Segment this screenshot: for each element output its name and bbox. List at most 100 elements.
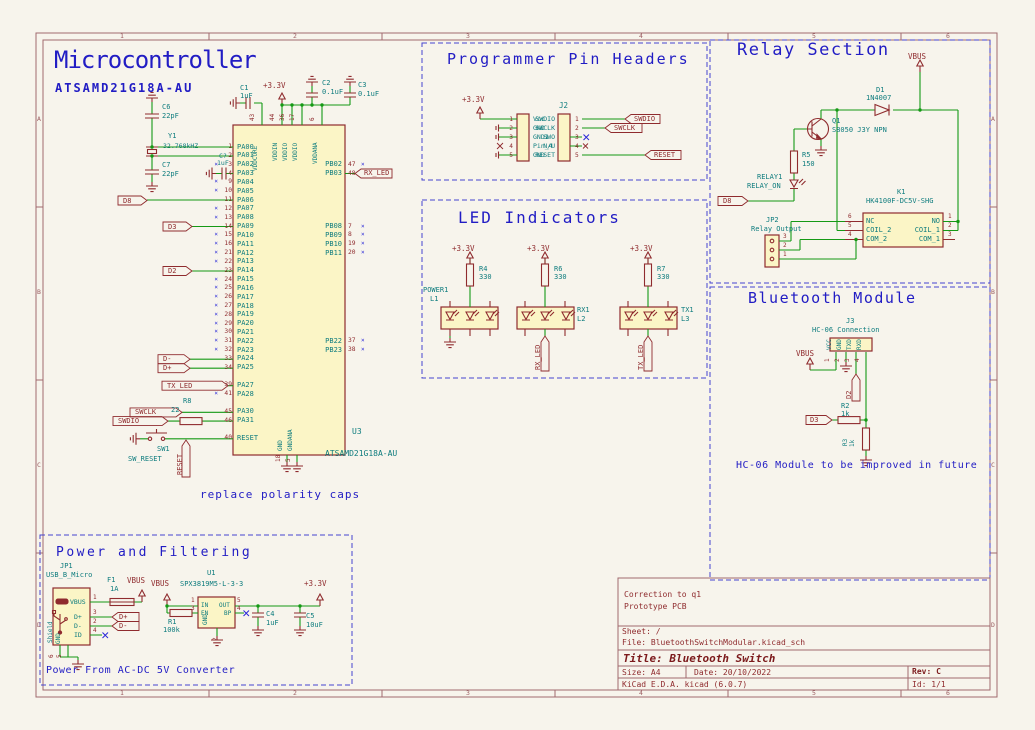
r8-val: 22 [171,406,180,414]
frame-col: 4 [639,689,643,697]
frame-col: 3 [466,32,470,40]
mcu-pin-vddana: VDDANA [312,142,319,164]
mcu-pin-row [312,186,370,195]
mcu-pin-row [312,310,370,319]
frame-row: C [991,461,995,469]
r2-val: 1k [841,409,850,418]
tb-comment2: Prototype PCB [624,602,687,611]
l3-ref: L3 [681,315,690,323]
frame-row: A [37,115,41,123]
tb-date: Date: 20/10/2022 [694,667,772,677]
mcu-pin-row [312,213,370,222]
prog-pin4-x [496,142,504,150]
tb-rev: Rev: C [912,667,941,676]
frame-row: D [37,621,41,629]
sw1-lever [146,429,167,434]
j3-pin-vcc: VCC [826,339,833,350]
rx1-ref: RX1 [577,306,590,314]
bt-note: HC-06 Module to be improved in future [736,460,978,471]
jp2-pin [769,238,775,244]
y1-ref: Y1 [168,132,177,140]
mcu-pin-row [209,398,258,407]
k1-pin-nc: NC [866,217,875,225]
u1-pin-out: OUT [219,602,230,609]
mcu-pinnum: 18 [275,454,282,462]
frame-col: 3 [466,689,470,697]
net-label-swdio-prog: SWDIO [634,114,656,123]
r6-val: 330 [554,273,567,281]
c4-val: 1uF [266,619,279,627]
net-label-swclk: SWCLK [135,408,157,417]
jp1-pinnum: 5 [56,654,63,658]
q1-lines [808,118,822,140]
jp2-pin [769,256,775,262]
j3-body [829,337,873,352]
mcu-pinnum: 17 [289,113,296,121]
c2-ref: C2 [322,79,331,87]
frame-row: B [37,288,41,296]
r4-resistor [465,263,475,287]
bt-title: Bluetooth Module [748,289,917,307]
bluetooth-box [709,286,991,581]
relay-vbus: VBUS [908,52,927,61]
mcu-pin-row [312,195,370,204]
net-label-dplus-pwr: D+ [119,613,128,621]
mcu-pinnum: 6 [309,117,316,121]
mcu-pin-row [312,292,370,301]
led1-plus33: +3.3V [452,244,475,253]
mcu-pin-row [312,275,370,284]
frame-col: 6 [946,689,950,697]
net-label-d8: D8 [123,196,132,205]
q1-emitter-arrow [815,133,823,140]
k1-pin-no: NO [931,217,940,225]
k1-pin-coil2: COIL_2 [866,226,892,234]
mcu-pin-vddio2: VDDIO [292,142,299,161]
cq-val: 1uF [217,159,229,167]
c6-ref: C6 [162,103,171,111]
tb-title: Title: Bluetooth Switch [623,652,776,665]
jp1-pinnum: 3 [93,609,97,616]
r2-resistor [837,416,861,425]
jp1-val: USB_B_Micro [46,571,93,579]
jp1-body [52,587,91,646]
tb-size: Size: A4 [622,667,661,677]
u1-pinnum: 2 [212,637,219,641]
relay-box [709,39,991,284]
net-label-d3: D3 [168,222,177,231]
tb-id: Id: 1/1 [912,679,946,689]
mcu-pin-gndana: GNDANA [287,429,294,451]
wires [59,72,959,660]
c1-val: 1uF [240,92,253,100]
frame-col: 1 [120,32,124,40]
mcu-pinnum: 43 [249,113,256,121]
f1-ref: F1 [107,576,116,584]
r3-resistor [861,427,871,451]
c5-val: 10uF [306,621,323,629]
y1-val: 32.768kHZ [163,142,199,150]
mcu-pin-row [312,142,370,151]
r6-ref: R6 [554,265,563,273]
jp1-pin-id: ID [74,630,82,639]
mcu-pin-row [312,151,370,160]
c6-val: 22pF [162,112,179,120]
r1-ref: R1 [168,618,177,626]
k1-pinnum: 5 [848,221,852,229]
